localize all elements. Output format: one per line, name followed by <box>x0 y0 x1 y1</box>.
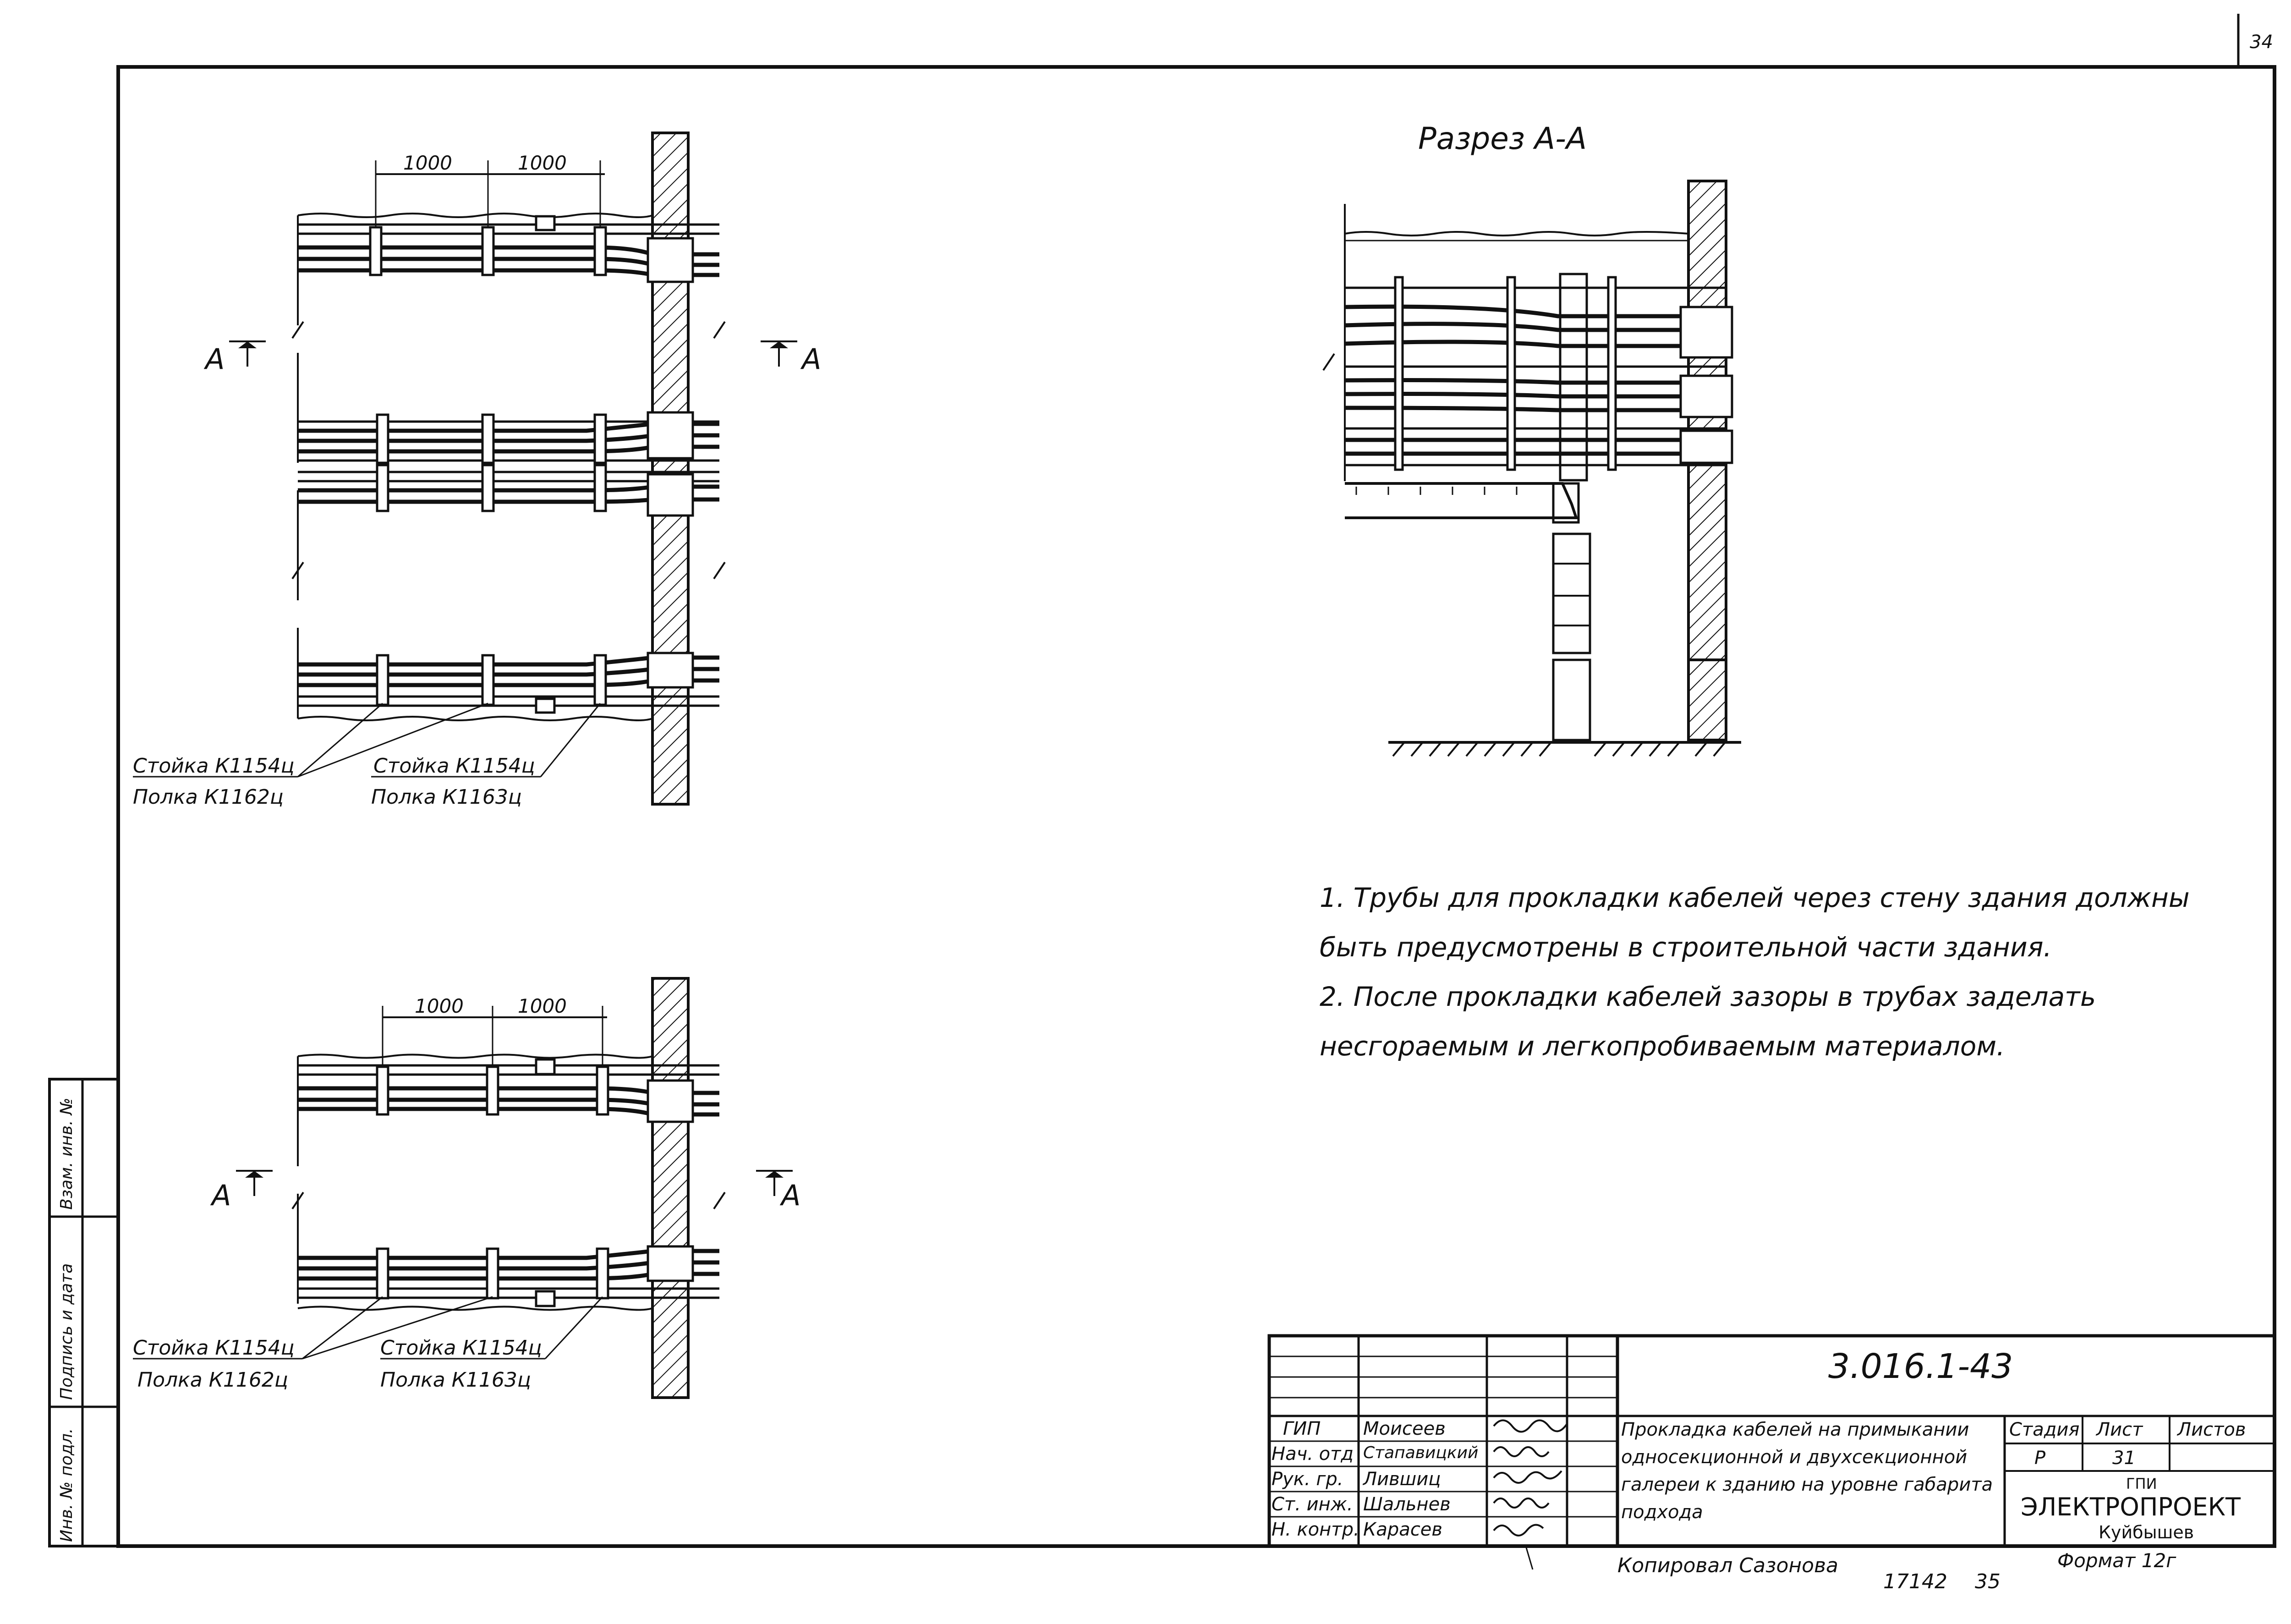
name-senior-eng: Шальнев <box>1363 1494 1451 1515</box>
stamp-original-inv: Инв. № подл. <box>57 1428 76 1542</box>
name-group-lead: Лившиц <box>1363 1469 1441 1490</box>
stamp-replaced-inv: Взам. инв. № <box>57 1097 76 1210</box>
callout-top-right-rack: Стойка К1154ц <box>373 754 535 778</box>
side-stamp-strip <box>48 1078 120 1547</box>
org-small: ГПИ <box>2126 1475 2157 1492</box>
section-a-a-drawing <box>1322 180 1741 757</box>
dim-top-1: 1000 <box>403 152 452 174</box>
notes: 1. Трубы для прокладки кабелей через сте… <box>1320 873 2199 1071</box>
section-title: Разрез А-А <box>1418 121 1587 156</box>
title-block-grid <box>1267 1334 2276 1548</box>
dim-bottom-1: 1000 <box>415 995 464 1017</box>
callout-top-right-shelf: Полка К1163ц <box>371 785 522 809</box>
stamp-signature-date: Подпись и дата <box>57 1263 76 1400</box>
section-mark-top-left: А <box>203 342 225 376</box>
dim-bottom-2: 1000 <box>518 995 567 1017</box>
sheet-number: 34 <box>2250 32 2273 53</box>
stage-header: Стадия <box>2009 1419 2080 1440</box>
role-group-lead: Рук. гр. <box>1272 1469 1343 1490</box>
name-head-dept: Стапавицкий <box>1363 1443 1479 1462</box>
doc-code: 3.016.1-43 <box>1828 1347 2013 1386</box>
section-mark-bottom-right: А <box>779 1179 800 1212</box>
name-norm-control: Карасев <box>1363 1519 1442 1540</box>
page-number: 35 <box>1975 1570 2001 1593</box>
callout-bottom-left-rack: Стойка К1154ц <box>133 1336 295 1360</box>
section-mark-bottom-left: А <box>210 1179 231 1212</box>
dim-top-2: 1000 <box>518 152 567 174</box>
role-gip: ГИП <box>1283 1418 1321 1439</box>
callout-bottom-right-shelf: Полка К1163ц <box>380 1368 531 1392</box>
role-head-dept: Нач. отд <box>1272 1443 1354 1465</box>
plan-view-top: 1000 1000 <box>133 132 821 806</box>
callout-bottom-right-rack: Стойка К1154ц <box>380 1336 542 1360</box>
sheets-header: Листов <box>2177 1419 2246 1440</box>
org-name: ЭЛЕКТРОПРОЕКТ <box>2021 1492 2241 1521</box>
sheet-header: Лист <box>2096 1419 2143 1440</box>
paper-format: Формат 12г <box>2057 1549 2176 1572</box>
note-2: 2. После прокладки кабелей зазоры в труб… <box>1320 981 2096 1062</box>
order-number: 17142 <box>1883 1570 1947 1593</box>
drawing-description: Прокладка кабелей на примыкании односекц… <box>1621 1419 1993 1523</box>
plan-view-bottom: 1000 1000 <box>133 977 800 1399</box>
section-wall <box>1687 180 1727 661</box>
role-norm-control: Н. контр. <box>1272 1519 1359 1540</box>
note-1: 1. Трубы для прокладки кабелей через сте… <box>1320 882 2190 963</box>
callout-top-left-rack: Стойка К1154ц <box>133 754 295 778</box>
copied-by: Копировал Сазонова <box>1617 1554 1838 1577</box>
role-senior-eng: Ст. инж. <box>1272 1494 1353 1515</box>
stage-value: Р <box>2034 1448 2046 1469</box>
callout-bottom-left-shelf: Полка К1162ц <box>137 1368 288 1392</box>
sheet-value: 31 <box>2112 1448 2136 1469</box>
wall-bottom <box>651 977 690 1399</box>
section-mark-top-right: А <box>800 342 821 376</box>
callout-top-left-shelf: Полка К1162ц <box>133 785 284 809</box>
sheet-border <box>116 65 2276 1548</box>
org-city: Куйбышев <box>2099 1522 2194 1542</box>
name-gip: Моисеев <box>1363 1418 1446 1439</box>
